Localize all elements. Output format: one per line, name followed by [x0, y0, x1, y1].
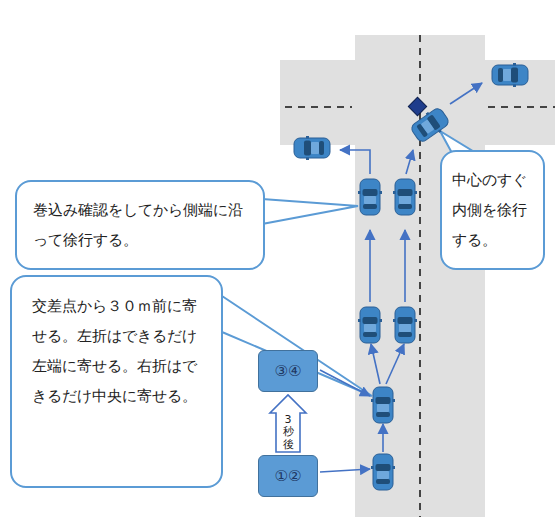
car: [393, 307, 417, 343]
right-turn-arrow: [450, 83, 482, 104]
center-line: [488, 106, 555, 108]
right-turn-arrow: [406, 150, 413, 174]
move-arrow: [382, 424, 384, 452]
road-horizontal: [280, 60, 555, 145]
car: [492, 63, 528, 87]
callout-text: ③④: [275, 362, 302, 380]
leader-line: [320, 469, 370, 472]
callout-bubble: 交差点から３０ｍ前に寄せる。左折はできるだけ左端に寄せる。右折はできるだけ中央に…: [10, 275, 223, 488]
move-arrow: [371, 344, 380, 384]
center-diamond: [408, 97, 426, 115]
callout-bubble: 中心のすぐ内側を徐行する。: [440, 150, 545, 270]
car: [393, 179, 417, 215]
center-line: [285, 106, 352, 108]
car: [408, 105, 451, 145]
callout-text: 中心のすぐ内側を徐行する。: [452, 165, 533, 255]
hollow-arrow: [270, 395, 306, 452]
callout-bubble: 巻込み確認をしてから側端に沿って徐行する。: [15, 180, 265, 270]
step-label: ①②: [258, 455, 318, 497]
car: [294, 136, 330, 160]
car: [371, 454, 395, 490]
callout-tail: [222, 296, 372, 396]
step-label: ③④: [258, 350, 318, 392]
move-arrow: [386, 344, 404, 384]
callout-text: 巻込み確認をしてから側端に沿って徐行する。: [33, 195, 247, 255]
callout-text: 交差点から３０ｍ前に寄せる。左折はできるだけ左端に寄せる。右折はできるだけ中央に…: [32, 291, 201, 411]
move-arrow: [369, 230, 371, 302]
car: [358, 307, 382, 343]
left-turn-arrow: [340, 150, 370, 174]
car: [358, 179, 382, 215]
callout-text: ①②: [275, 467, 302, 485]
callout-tail: [262, 199, 358, 224]
move-arrow: [404, 230, 406, 302]
car: [371, 387, 395, 423]
edge-label: 3秒後: [283, 414, 294, 450]
leader-line: [320, 370, 370, 396]
